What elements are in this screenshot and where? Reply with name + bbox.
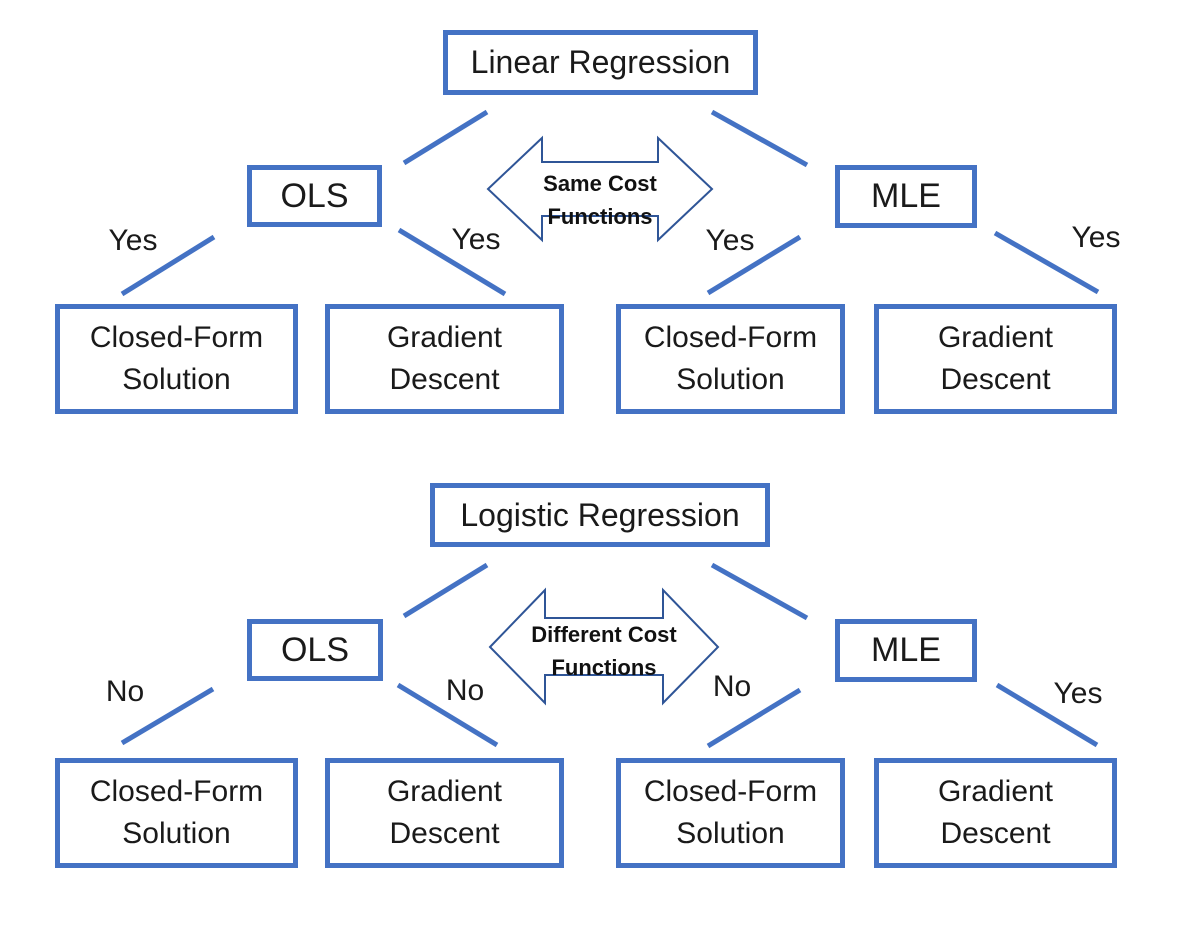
edge-label-yes: Yes — [705, 224, 755, 257]
closed-form-solution-node-logistic-mle: Closed-Form Solution — [616, 758, 845, 868]
leaf-label: Gradient Descent — [386, 775, 503, 850]
ols-label: OLS — [280, 176, 349, 215]
connector-line — [402, 562, 489, 619]
logistic-regression-label: Logistic Regression — [460, 496, 740, 533]
arrow-label-line1: Same Cost — [543, 171, 657, 196]
leaf-label: Closed-Form Solution — [643, 775, 818, 850]
edge-label-no: No — [105, 675, 145, 708]
edge-label-no: No — [445, 674, 485, 707]
ols-label: OLS — [280, 630, 350, 669]
different-cost-functions-label: Different Cost Functions — [484, 618, 724, 684]
ols-node-logistic: OLS — [247, 619, 383, 681]
arrow-label-line1: Different Cost — [531, 622, 677, 647]
leaf-label: Closed-Form Solution — [643, 321, 818, 396]
leaf-label: Closed-Form Solution — [89, 321, 264, 396]
gradient-descent-node-linear-mle: Gradient Descent — [874, 304, 1117, 414]
edge-label-yes: Yes — [451, 223, 501, 256]
closed-form-solution-node-logistic-ols: Closed-Form Solution — [55, 758, 298, 868]
mle-label: MLE — [871, 177, 941, 215]
mle-node-linear: MLE — [835, 165, 977, 228]
connector-line — [710, 109, 809, 168]
closed-form-solution-node-linear-mle: Closed-Form Solution — [616, 304, 845, 414]
edge-label-yes: Yes — [108, 224, 158, 257]
connector-line — [402, 109, 489, 166]
leaf-label: Gradient Descent — [937, 775, 1054, 850]
leaf-label: Closed-Form Solution — [89, 775, 264, 850]
closed-form-solution-node-linear-ols: Closed-Form Solution — [55, 304, 298, 414]
edge-label-yes: Yes — [1071, 221, 1121, 254]
edge-label-no: No — [712, 670, 752, 703]
leaf-label: Gradient Descent — [937, 321, 1054, 396]
arrow-label-line2: Functions — [547, 204, 653, 229]
linear-regression-label: Linear Regression — [470, 44, 731, 80]
same-cost-functions-label: Same Cost Functions — [480, 167, 720, 233]
ols-node-linear: OLS — [247, 165, 382, 227]
mle-node-logistic: MLE — [835, 619, 977, 682]
connector-line — [710, 562, 809, 621]
leaf-label: Gradient Descent — [386, 321, 503, 396]
linear-regression-node: Linear Regression — [443, 30, 758, 95]
gradient-descent-node-linear-ols: Gradient Descent — [325, 304, 564, 414]
edge-label-yes: Yes — [1053, 677, 1103, 710]
mle-label: MLE — [871, 631, 941, 669]
logistic-regression-node: Logistic Regression — [430, 483, 770, 547]
gradient-descent-node-logistic-mle: Gradient Descent — [874, 758, 1117, 868]
arrow-label-line2: Functions — [551, 655, 657, 680]
gradient-descent-node-logistic-ols: Gradient Descent — [325, 758, 564, 868]
